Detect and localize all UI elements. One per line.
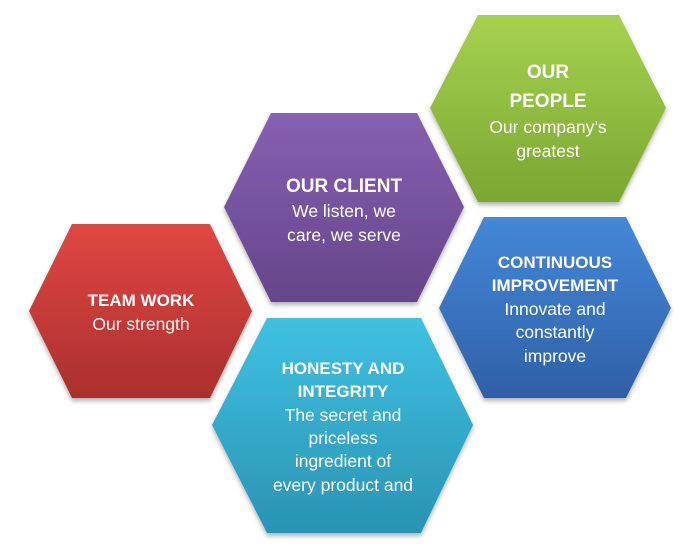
hex-heading: INTEGRITY [298, 382, 389, 401]
hexagon-our-client: OUR CLIENT We listen, we care, we serve [224, 113, 464, 302]
hexagon-team-work: TEAM WORK Our strength [29, 224, 252, 398]
hexagon-our-people: OUR PEOPLE Our company’s greatest [430, 15, 666, 202]
hexagon-continuous-improvement: CONTINUOUS IMPROVEMENT Innovate and cons… [439, 217, 671, 398]
hex-heading: TEAM WORK [88, 291, 195, 310]
hex-body: Innovate and [504, 299, 605, 319]
hex-body: Our strength [92, 314, 189, 334]
hex-heading: OUR [527, 62, 570, 83]
hex-body: We listen, we [292, 201, 396, 221]
hexagon-honesty-integrity: HONESTY AND INTEGRITY The secret and pri… [212, 318, 473, 533]
hex-body: constantly [516, 322, 595, 342]
hex-body: ingredient of [295, 451, 391, 471]
hex-body: care, we serve [287, 225, 401, 245]
hex-heading: PEOPLE [509, 91, 586, 112]
hex-heading: OUR CLIENT [286, 176, 403, 197]
hex-body: The secret and [285, 405, 402, 425]
hex-body: priceless [308, 428, 377, 448]
hex-heading: IMPROVEMENT [492, 276, 619, 295]
hex-body: every product and [273, 475, 413, 495]
hex-body: greatest [516, 141, 579, 161]
hex-body: improve [524, 346, 586, 366]
hex-heading: CONTINUOUS [498, 253, 612, 272]
hex-heading: HONESTY AND [282, 359, 405, 378]
hex-body: Our company’s [489, 117, 607, 137]
